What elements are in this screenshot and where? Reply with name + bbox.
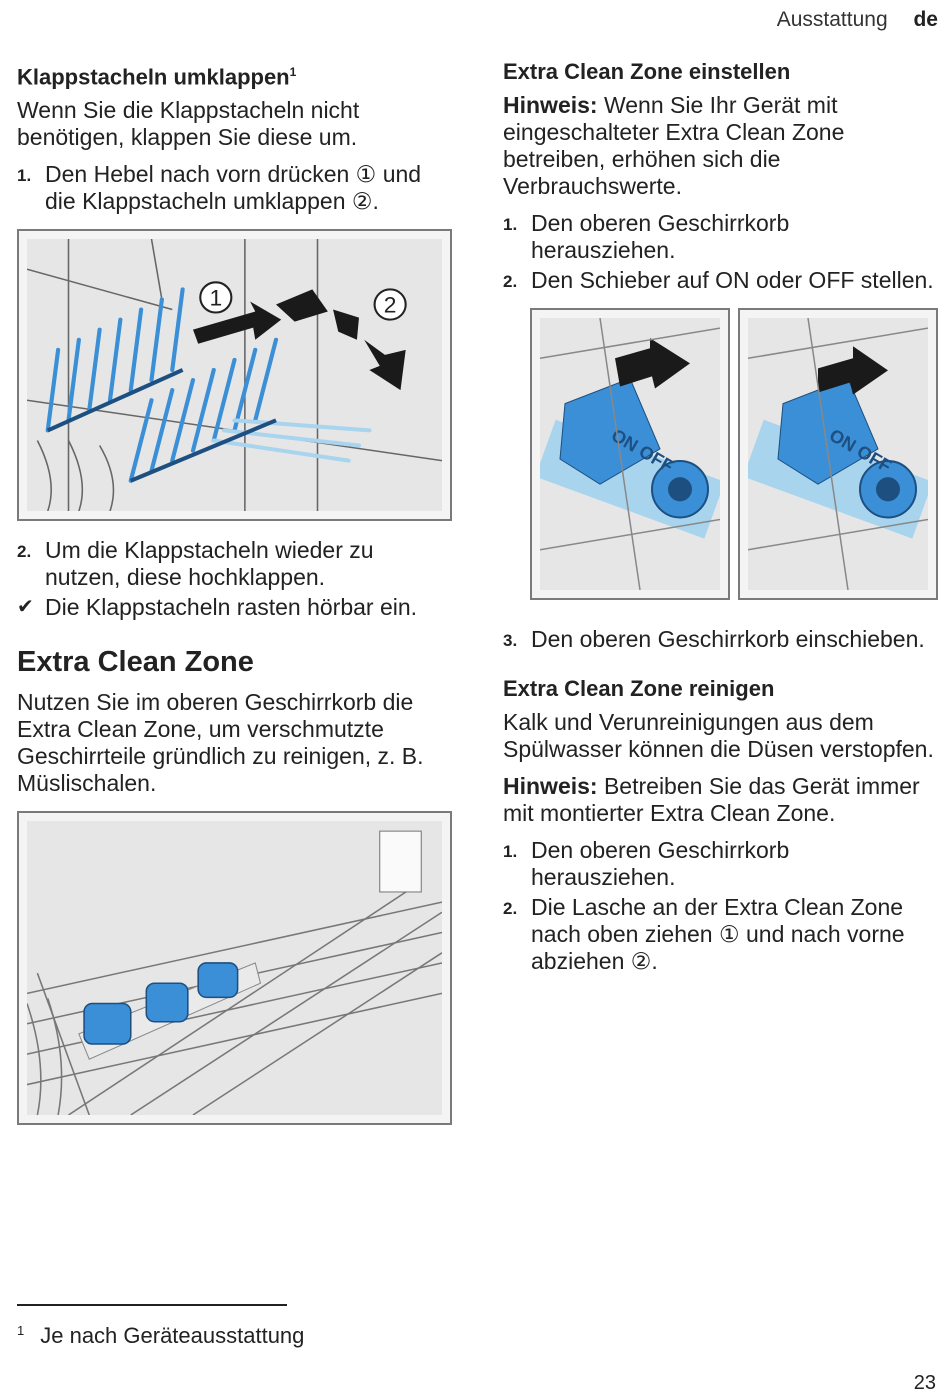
note-paragraph: Hinweis: Wenn Sie Ihr Gerät mit eingesch… [503,92,845,199]
list-item: 1. Den oberen Geschirrkorb herausziehen. [503,210,938,264]
result-item: ✔ Die Klappstacheln rasten hörbar ein. [17,594,452,621]
step-text: Den oberen Geschirrkorb herausziehen. [531,837,790,890]
figure-klappstacheln: 1 2 [17,229,452,522]
checkmark-icon: ✔ [17,596,34,619]
steps-list: 2. Um die Klappstacheln wieder zu nutzen… [17,537,452,621]
note-label: Hinweis: [503,92,598,118]
section-title: Ausstattung [776,8,888,31]
basket-illustration [27,821,442,1116]
step-number: 1. [503,215,518,234]
figure-switch-off: ON OFF [738,308,938,600]
reinigen-paragraph: Kalk und Verunreinigungen aus dem Spülwa… [503,709,934,762]
steps-list: 1. Den Hebel nach vorn drücken ① und die… [17,161,452,215]
right-column: Extra Clean Zone einstellen Hinweis: Wen… [503,58,938,985]
figure-switch-pair: ON OFF ON OFF [503,308,938,600]
step-number: 2. [17,542,32,562]
footnote-mark: 1 [17,1323,25,1338]
figure-extra-clean-zone [17,811,452,1126]
step-number: 1. [17,166,32,186]
page-number: 23 [913,1372,936,1394]
list-item: 2. Die Lasche an der Extra Clean Zone na… [503,894,938,975]
step-text: Den oberen Geschirrkorb herausziehen. [531,210,790,263]
language-code: de [913,8,938,31]
list-item: 1. Den oberen Geschirrkorb herausziehen. [503,837,938,891]
footnote-text: Je nach Geräteausstattung [40,1323,305,1348]
step-text: Den oberen Geschirrkorb einschieben. [531,626,925,652]
switch-off-illustration: ON OFF [748,318,928,590]
intro-paragraph: Wenn Sie die Klappstacheln nicht benötig… [17,97,360,151]
steps-list: 1. Den oberen Geschirrkorb herausziehen.… [503,210,938,294]
left-column: Klappstacheln umklappen1 Wenn Sie die Kl… [17,58,452,1126]
steps-list: 3. Den oberen Geschirrkorb einschieben. [503,626,938,653]
page-header: Ausstattung de [777,8,938,32]
step-number: 2. [503,272,518,291]
step-number: 2. [503,899,518,918]
heading-reinigen: Extra Clean Zone reinigen [503,676,775,701]
callout-2: 2 [384,293,397,318]
step-text: Den Hebel nach vorn drücken ① und die Kl… [45,161,422,215]
step-number: 1. [503,842,518,861]
footnote: 1 Je nach Geräteausstattung [17,1323,304,1349]
footnote-ref: 1 [289,65,297,79]
step-text: Den Schieber auf ON oder OFF stellen. [531,267,934,293]
step-text: Die Lasche an der Extra Clean Zone nach … [531,894,905,974]
note-paragraph: Hinweis: Betreiben Sie das Gerät immer m… [503,773,920,826]
heading-extra-clean-zone: Extra Clean Zone [17,646,254,679]
step-text: Um die Klappstacheln wieder zu nutzen, d… [45,537,374,591]
heading-einstellen: Extra Clean Zone einstellen [503,59,791,84]
result-text: Die Klappstacheln rasten hörbar ein. [45,594,418,621]
list-item: 2. Den Schieber auf ON oder OFF stellen. [503,267,938,294]
heading-klappstacheln: Klappstacheln umklappen1 [17,64,297,90]
list-item: 1. Den Hebel nach vorn drücken ① und die… [17,161,452,215]
list-item: 2. Um die Klappstacheln wieder zu nutzen… [17,537,452,591]
figure-switch-on: ON OFF [530,308,730,600]
tines-illustration: 1 2 [27,239,442,512]
step-number: 3. [503,631,518,650]
switch-on-illustration: ON OFF [540,318,720,590]
extra-clean-zone-paragraph: Nutzen Sie im oberen Geschirrkorb die Ex… [17,689,424,797]
note-label: Hinweis: [503,773,598,799]
steps-list: 1. Den oberen Geschirrkorb herausziehen.… [503,837,938,975]
footnote-divider [17,1304,287,1306]
callout-1: 1 [209,286,222,311]
list-item: 3. Den oberen Geschirrkorb einschieben. [503,626,938,653]
